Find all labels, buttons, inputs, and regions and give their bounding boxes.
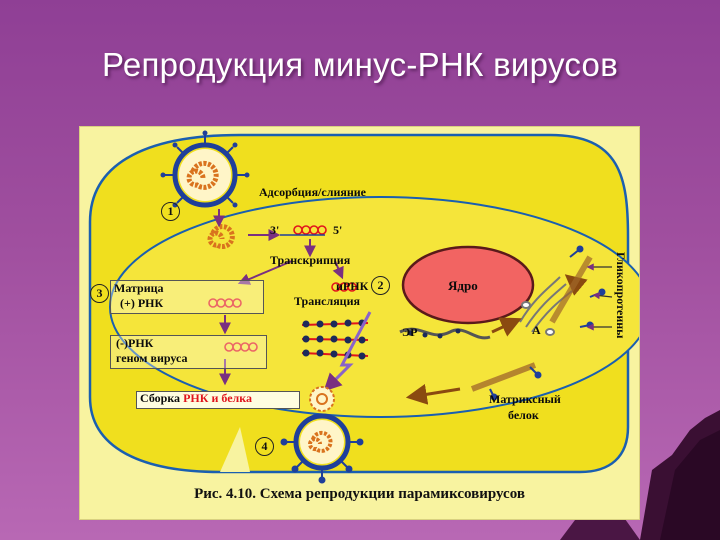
label-nucleus: Ядро <box>448 278 478 293</box>
mrna-rings <box>331 282 357 292</box>
diagram-drawing <box>88 130 639 484</box>
plus-rna-rings <box>208 298 242 308</box>
label-mrna: иРНК <box>336 279 369 293</box>
virus-top <box>160 130 250 208</box>
nucleus <box>401 245 535 325</box>
label-assembly: Сборка РНК и белка <box>140 392 252 404</box>
label-matrix-protein: Матриксный <box>489 392 561 406</box>
label-plus-rna: (+) РНК <box>120 296 164 310</box>
label-golgi: А <box>532 323 541 337</box>
step-1-marker: 1 <box>161 202 180 221</box>
label-translation: Трансляция <box>294 294 361 308</box>
label-assembly-post: и белка <box>211 391 252 405</box>
step-3-marker: 3 <box>90 284 109 303</box>
label-glycoproteins: Гликопротеины <box>614 252 628 339</box>
figure-caption: Рис. 4.10. Схема репродукции парамиксови… <box>194 486 525 502</box>
label-3-prime: 3' <box>270 223 280 237</box>
label-adsorption: Адсорбция/слияние <box>259 185 367 199</box>
step-4-marker: 4 <box>255 437 274 456</box>
label-assembly-rna: РНК <box>183 391 209 405</box>
diagram-figure: Адсорбция/слияние 1 3' 5' Транскрипция 3… <box>79 126 640 520</box>
label-er: ЭР <box>402 325 418 339</box>
membrane-glycoproteins <box>489 245 606 401</box>
label-5-prime: 5' <box>333 223 343 237</box>
label-neg-rna: (-)РНК <box>116 336 154 350</box>
endoplasmic-reticulum <box>399 327 491 340</box>
label-assembly-pre: Сборка <box>140 391 181 405</box>
label-protein: белок <box>508 408 539 422</box>
assembly-box <box>136 391 300 409</box>
label-matrix: Матрица <box>114 281 164 295</box>
label-transcription: Транскрипция <box>270 253 351 267</box>
step-2-marker: 2 <box>371 276 390 295</box>
label-virus-genome: геном вируса <box>116 351 188 365</box>
matrix-box <box>110 280 264 314</box>
rna-strand-top <box>280 225 327 236</box>
slide-title: Репродукция минус-РНК вирусов <box>101 46 619 83</box>
assembling-nucleocapsid <box>309 386 335 412</box>
minus-rna-rings <box>224 342 258 352</box>
neg-rna-box <box>110 335 267 369</box>
virus-bottom <box>280 413 364 484</box>
